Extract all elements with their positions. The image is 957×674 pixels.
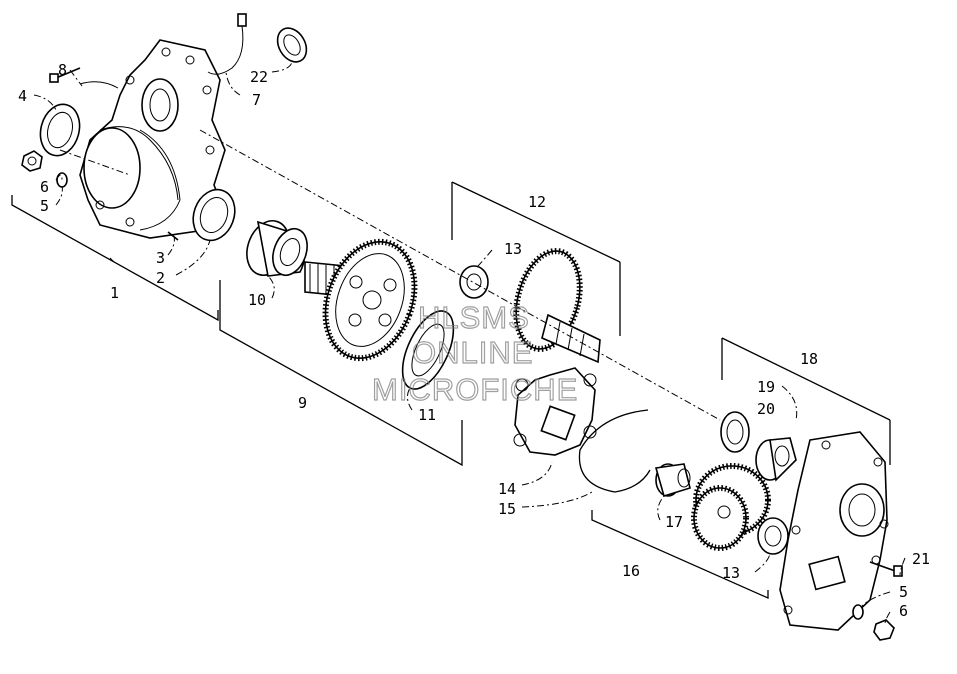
transmission-case-housing <box>79 39 226 239</box>
callout-20: 20 <box>757 400 775 418</box>
callout-11: 11 <box>418 406 436 424</box>
snap-ring-15 <box>578 409 651 493</box>
dowel-pin-3 <box>167 231 179 241</box>
callout-21: 21 <box>912 550 930 568</box>
watermark-line-2: ONLINE <box>412 335 533 370</box>
callout-6-left: 6 <box>40 178 49 196</box>
callout-9: 9 <box>298 394 307 412</box>
watermark-line-1: HLSMS <box>418 300 530 335</box>
bolt-21 <box>869 561 903 577</box>
watermark: HLSMS ONLINE MICROFICHE <box>371 299 578 407</box>
callout-5-left: 5 <box>40 197 49 215</box>
callout-4: 4 <box>18 87 27 105</box>
callout-14: 14 <box>498 480 516 498</box>
bearing-13-lower <box>757 517 789 555</box>
callout-15: 15 <box>498 500 516 518</box>
callout-18: 18 <box>800 350 818 368</box>
callout-22: 22 <box>250 68 268 86</box>
output-shaft-gear-12 <box>513 248 601 364</box>
callout-13-lower: 13 <box>722 564 740 582</box>
seal-19 <box>720 411 750 453</box>
callout-17: 17 <box>665 513 683 531</box>
speed-sensor-wire <box>79 13 247 89</box>
callout-labels: 1 2 3 4 5 6 7 8 9 10 11 12 13 14 15 16 1… <box>18 61 930 620</box>
callout-16: 16 <box>622 562 640 580</box>
callout-3: 3 <box>156 249 165 267</box>
callout-5-right: 5 <box>899 583 908 601</box>
seal-22 <box>276 27 308 63</box>
leader-lines <box>33 61 906 625</box>
callout-19: 19 <box>757 378 775 396</box>
callout-1: 1 <box>110 284 119 302</box>
bearing-10 <box>246 220 308 277</box>
oil-seal-2 <box>192 188 236 242</box>
sprocket-hub-14 <box>513 367 597 456</box>
callout-7: 7 <box>252 91 261 109</box>
gear-case-cover-18 <box>779 431 889 631</box>
callout-12: 12 <box>528 193 546 211</box>
thrust-washer-11 <box>401 310 455 390</box>
bearing-13-upper <box>459 265 489 299</box>
oil-seal-4 <box>39 103 81 157</box>
screw-8 <box>49 67 81 83</box>
callout-13-upper: 13 <box>504 240 522 258</box>
callout-6-right: 6 <box>899 602 908 620</box>
assembly-brackets <box>11 181 891 599</box>
bolt-6-left <box>21 150 68 188</box>
callout-8: 8 <box>58 61 67 79</box>
planetary-carrier-9 <box>304 238 418 362</box>
bolt-6-right <box>852 604 895 641</box>
callout-2: 2 <box>156 269 165 287</box>
bearing-17 <box>654 463 691 498</box>
bearing-20 <box>755 437 797 482</box>
intermediate-gear-16 <box>691 463 771 551</box>
callout-10: 10 <box>248 291 266 309</box>
watermark-line-3: MICROFICHE <box>372 372 578 407</box>
